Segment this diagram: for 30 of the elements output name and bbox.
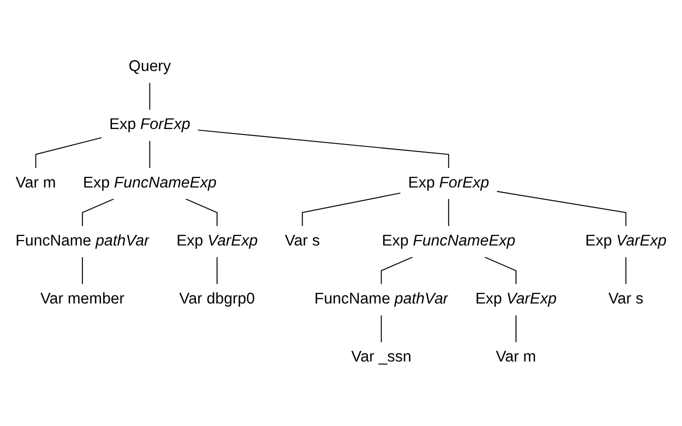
connector — [380, 257, 414, 286]
node-text: Var dbgrp0 — [179, 291, 255, 308]
node-text: Exp FuncNameExp — [382, 233, 516, 250]
node-text: Var s — [608, 291, 644, 308]
node-text: Exp VarExp — [475, 291, 557, 308]
connector — [380, 315, 382, 344]
connector — [484, 257, 516, 286]
node-text: Exp VarExp — [176, 233, 258, 250]
node-text: Var member — [40, 291, 124, 308]
node-text: Exp VarExp — [585, 233, 666, 250]
node-text: Exp ForExp — [408, 175, 490, 192]
connector — [149, 82, 150, 111]
connector — [496, 191, 626, 228]
connector — [185, 198, 218, 228]
node-text: Var m — [496, 350, 536, 366]
node-text: Exp ForExp — [109, 117, 190, 134]
connector — [302, 193, 401, 228]
connector — [448, 198, 450, 228]
connector — [82, 257, 83, 286]
node-text: Var _ssn — [351, 350, 412, 366]
connector — [625, 257, 626, 286]
connector — [35, 138, 102, 169]
connector — [82, 198, 114, 228]
node-text: Var s — [284, 233, 320, 250]
node-text: Exp FuncNameExp — [82, 175, 217, 192]
connector — [216, 257, 218, 286]
node-text: Query — [128, 58, 171, 76]
node-text: Var m — [16, 175, 56, 192]
connector — [149, 140, 150, 169]
connector — [198, 130, 450, 169]
